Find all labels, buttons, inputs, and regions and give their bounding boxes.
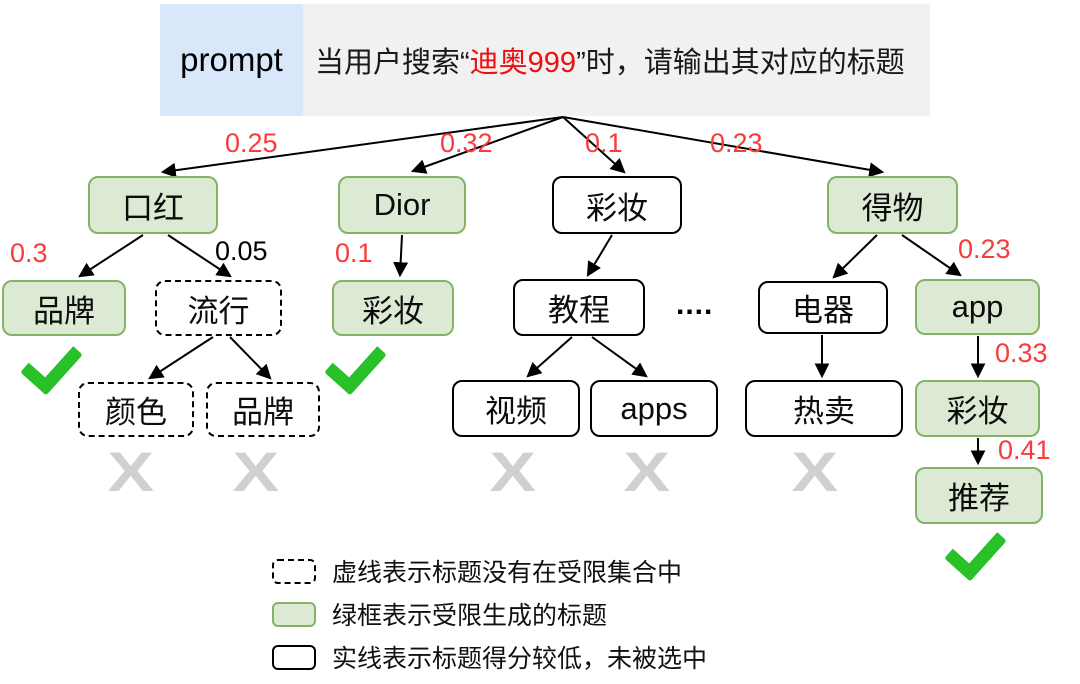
legend-text-green: 绿框表示受限生成的标题: [332, 602, 608, 630]
ellipsis-dots: ....: [676, 288, 714, 321]
tree-node-caizhuang-l3: 彩妆: [915, 380, 1040, 437]
solid-box-icon: [272, 644, 316, 670]
prompt-text-suffix: ”时，请输出其对应的标题: [576, 47, 905, 79]
tree-node-yanse: 颜色: [78, 382, 194, 437]
edge-weight-label: 0.1: [585, 128, 623, 158]
cross-mark-icon: X: [623, 440, 671, 503]
cross-mark-icon: X: [232, 440, 280, 503]
edge-weight-label: 0.3: [10, 238, 48, 268]
tree-node-caizhuang-l1: 彩妆: [552, 176, 682, 234]
cross-mark-icon: X: [791, 440, 839, 503]
green-box-icon: [272, 601, 316, 627]
dashed-box-icon: [272, 558, 316, 584]
check-mark-icon: [18, 338, 74, 394]
tree-node-jiaocheng: 教程: [513, 279, 645, 336]
tree-node-app: app: [915, 279, 1040, 335]
tree-node-tuijian: 推荐: [915, 467, 1043, 524]
prompt-text: 当用户搜索“迪奥999”时，请输出其对应的标题: [303, 4, 930, 116]
legend-row-dashed: 虚线表示标题没有在受限集合中: [272, 553, 707, 589]
tree-node-remai: 热卖: [745, 380, 903, 437]
edge-weight-label: 0.1: [335, 238, 373, 268]
legend-row-green: 绿框表示受限生成的标题: [272, 596, 707, 632]
prompt-highlight: 迪奥999: [469, 47, 577, 79]
cross-mark-icon: X: [107, 440, 155, 503]
prompt-bar: prompt 当用户搜索“迪奥999”时，请输出其对应的标题: [160, 4, 930, 116]
tree-node-apps: apps: [590, 380, 718, 437]
edge-weight-label: 0.23: [710, 128, 763, 158]
legend-text-solid: 实线表示标题得分较低，未被选中: [332, 645, 708, 673]
prompt-label: prompt: [160, 4, 303, 116]
check-mark-icon: [322, 338, 378, 394]
tree-node-pinpai-l2: 品牌: [2, 280, 126, 336]
tree-node-kouhong: 口红: [88, 176, 218, 234]
edge-weight-label: 0.05: [215, 236, 268, 266]
tree-node-shipin: 视频: [452, 380, 580, 437]
tree-node-dianqi: 电器: [758, 281, 888, 334]
legend: 虚线表示标题没有在受限集合中 绿框表示受限生成的标题 实线表示标题得分较低，未被…: [272, 553, 707, 675]
tree-node-dewu: 得物: [827, 176, 958, 234]
tree-node-dior: Dior: [338, 176, 466, 234]
edge-weight-label: 0.33: [995, 338, 1048, 368]
cross-mark-icon: X: [489, 440, 537, 503]
edge-weight-label: 0.32: [440, 128, 493, 158]
check-mark-icon: [942, 524, 998, 580]
edge-weight-label: 0.41: [998, 435, 1051, 465]
edge-weight-label: 0.23: [958, 234, 1011, 264]
tree-node-caizhuang-l2: 彩妆: [332, 280, 454, 336]
prompt-text-prefix: 当用户搜索“: [315, 47, 470, 79]
legend-row-solid: 实线表示标题得分较低，未被选中: [272, 639, 707, 675]
legend-text-dashed: 虚线表示标题没有在受限集合中: [332, 559, 683, 587]
tree-node-pinpai-l3: 品牌: [206, 382, 320, 437]
tree-node-liuxing: 流行: [155, 280, 282, 336]
edge-weight-label: 0.25: [225, 128, 278, 158]
